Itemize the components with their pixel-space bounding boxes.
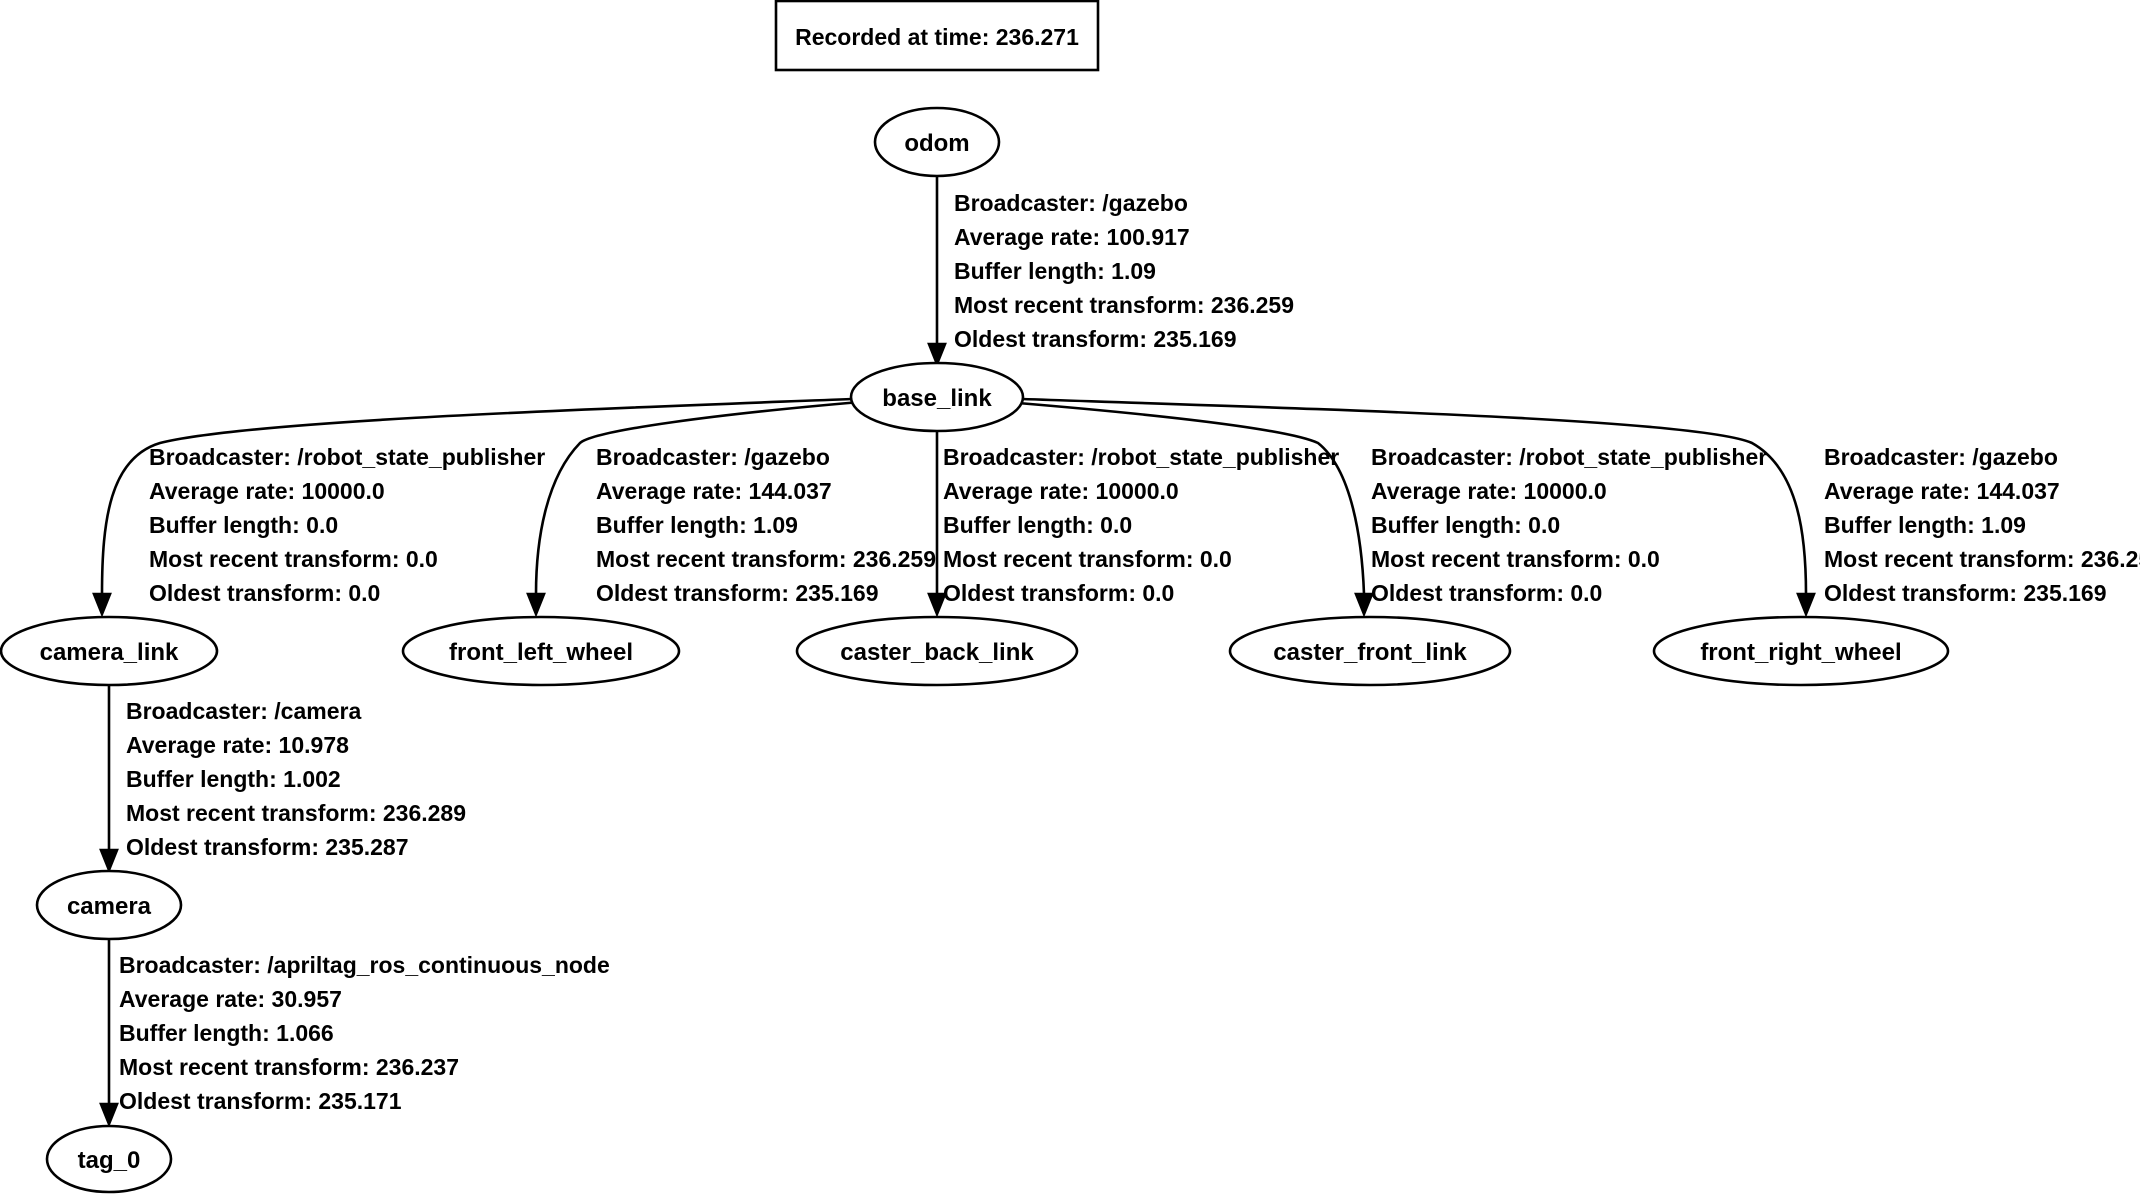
average-rate-text: Average rate: 144.037 xyxy=(596,478,832,504)
oldest-transform-text: Oldest transform: 235.287 xyxy=(126,834,409,860)
buffer-length-text: Buffer length: 1.09 xyxy=(954,258,1156,284)
buffer-length-text: Buffer length: 1.066 xyxy=(119,1020,334,1046)
node-front-right-wheel: front_right_wheel xyxy=(1652,615,1950,687)
broadcaster-text: Broadcaster: /apriltag_ros_continuous_no… xyxy=(119,952,610,978)
average-rate-text: Average rate: 10000.0 xyxy=(943,478,1179,504)
node-odom: odom xyxy=(873,106,1001,178)
buffer-length-text: Buffer length: 0.0 xyxy=(149,512,338,538)
node-base-link: base_link xyxy=(849,361,1025,433)
most-recent-transform-text: Most recent transform: 0.0 xyxy=(943,546,1232,572)
edge-base-link-caster-front-link xyxy=(1017,401,1374,618)
node-camera: camera xyxy=(35,869,183,941)
edge-label-odom-base-link: Broadcaster: /gazebo Average rate: 100.9… xyxy=(954,190,1294,352)
broadcaster-text: Broadcaster: /gazebo xyxy=(596,444,830,470)
node-caster-front-link: caster_front_link xyxy=(1228,615,1512,687)
broadcaster-text: Broadcaster: /gazebo xyxy=(1824,444,2058,470)
buffer-length-text: Buffer length: 0.0 xyxy=(943,512,1132,538)
node-caster-back-link: caster_back_link xyxy=(795,615,1079,687)
buffer-length-text: Buffer length: 1.09 xyxy=(1824,512,2026,538)
edge-label-camera-link-camera: Broadcaster: /camera Average rate: 10.97… xyxy=(126,698,466,860)
arrow-head xyxy=(99,848,119,874)
edge-label-base-link-camera-link: Broadcaster: /robot_state_publisher Aver… xyxy=(149,444,545,606)
node-label: camera xyxy=(67,893,152,920)
node-front-left-wheel: front_left_wheel xyxy=(401,615,681,687)
oldest-transform-text: Oldest transform: 0.0 xyxy=(149,580,380,606)
node-label: odom xyxy=(904,130,969,157)
oldest-transform-text: Oldest transform: 235.169 xyxy=(954,326,1237,352)
oldest-transform-text: Oldest transform: 235.171 xyxy=(119,1088,402,1114)
oldest-transform-text: Oldest transform: 235.169 xyxy=(596,580,879,606)
recorded-time-label: Recorded at time: 236.271 xyxy=(795,24,1079,50)
broadcaster-text: Broadcaster: /robot_state_publisher xyxy=(149,444,545,470)
node-label: caster_front_link xyxy=(1273,639,1467,666)
average-rate-text: Average rate: 100.917 xyxy=(954,224,1190,250)
arrow-head xyxy=(99,1102,119,1128)
edge-base-link-front-right-wheel xyxy=(1021,397,1816,618)
most-recent-transform-text: Most recent transform: 236.289 xyxy=(126,800,466,826)
broadcaster-text: Broadcaster: /camera xyxy=(126,698,361,724)
most-recent-transform-text: Most recent transform: 0.0 xyxy=(149,546,438,572)
edge-label-base-link-caster-front-link: Broadcaster: /robot_state_publisher Aver… xyxy=(1371,444,1767,606)
edge-camera-link-camera xyxy=(99,686,119,874)
average-rate-text: Average rate: 10.978 xyxy=(126,732,349,758)
oldest-transform-text: Oldest transform: 235.169 xyxy=(1824,580,2107,606)
most-recent-transform-text: Most recent transform: 236.237 xyxy=(119,1054,459,1080)
arrow-head xyxy=(1796,592,1816,618)
recorded-time-box: Recorded at time: 236.271 xyxy=(774,0,1100,72)
node-camera-link: camera_link xyxy=(0,615,219,687)
edge-label-base-link-front-right-wheel: Broadcaster: /gazebo Average rate: 144.0… xyxy=(1824,444,2140,606)
arrow-head xyxy=(526,592,546,618)
most-recent-transform-text: Most recent transform: 236.259 xyxy=(954,292,1294,318)
node-tag-0: tag_0 xyxy=(45,1124,173,1194)
buffer-length-text: Buffer length: 1.09 xyxy=(596,512,798,538)
edge-camera-tag-0 xyxy=(99,940,119,1128)
broadcaster-text: Broadcaster: /gazebo xyxy=(954,190,1188,216)
buffer-length-text: Buffer length: 1.002 xyxy=(126,766,341,792)
arrow-head xyxy=(927,592,947,618)
average-rate-text: Average rate: 30.957 xyxy=(119,986,342,1012)
most-recent-transform-text: Most recent transform: 236.259 xyxy=(1824,546,2140,572)
arrow-head xyxy=(1354,592,1374,618)
oldest-transform-text: Oldest transform: 0.0 xyxy=(943,580,1174,606)
node-label: tag_0 xyxy=(78,1147,141,1174)
oldest-transform-text: Oldest transform: 0.0 xyxy=(1371,580,1602,606)
node-label: camera_link xyxy=(40,639,179,666)
arrow-head xyxy=(927,342,947,368)
edge-base-link-front-left-wheel xyxy=(526,400,861,618)
node-label: caster_back_link xyxy=(840,639,1034,666)
arrow-head xyxy=(92,592,112,618)
most-recent-transform-text: Most recent transform: 0.0 xyxy=(1371,546,1660,572)
edge-base-link-caster-back-link xyxy=(927,424,947,618)
edge-label-base-link-front-left-wheel: Broadcaster: /gazebo Average rate: 144.0… xyxy=(596,444,936,606)
edge-base-link-camera-link xyxy=(92,397,853,618)
edge-odom-base-link xyxy=(927,176,947,368)
node-label: front_left_wheel xyxy=(449,639,633,666)
average-rate-text: Average rate: 144.037 xyxy=(1824,478,2060,504)
average-rate-text: Average rate: 10000.0 xyxy=(1371,478,1607,504)
most-recent-transform-text: Most recent transform: 236.259 xyxy=(596,546,936,572)
broadcaster-text: Broadcaster: /robot_state_publisher xyxy=(943,444,1339,470)
edge-label-base-link-caster-back-link: Broadcaster: /robot_state_publisher Aver… xyxy=(943,444,1339,606)
broadcaster-text: Broadcaster: /robot_state_publisher xyxy=(1371,444,1767,470)
node-label: base_link xyxy=(882,385,992,412)
node-label: front_right_wheel xyxy=(1700,639,1901,666)
buffer-length-text: Buffer length: 0.0 xyxy=(1371,512,1560,538)
edge-label-camera-tag-0: Broadcaster: /apriltag_ros_continuous_no… xyxy=(119,952,610,1114)
average-rate-text: Average rate: 10000.0 xyxy=(149,478,385,504)
